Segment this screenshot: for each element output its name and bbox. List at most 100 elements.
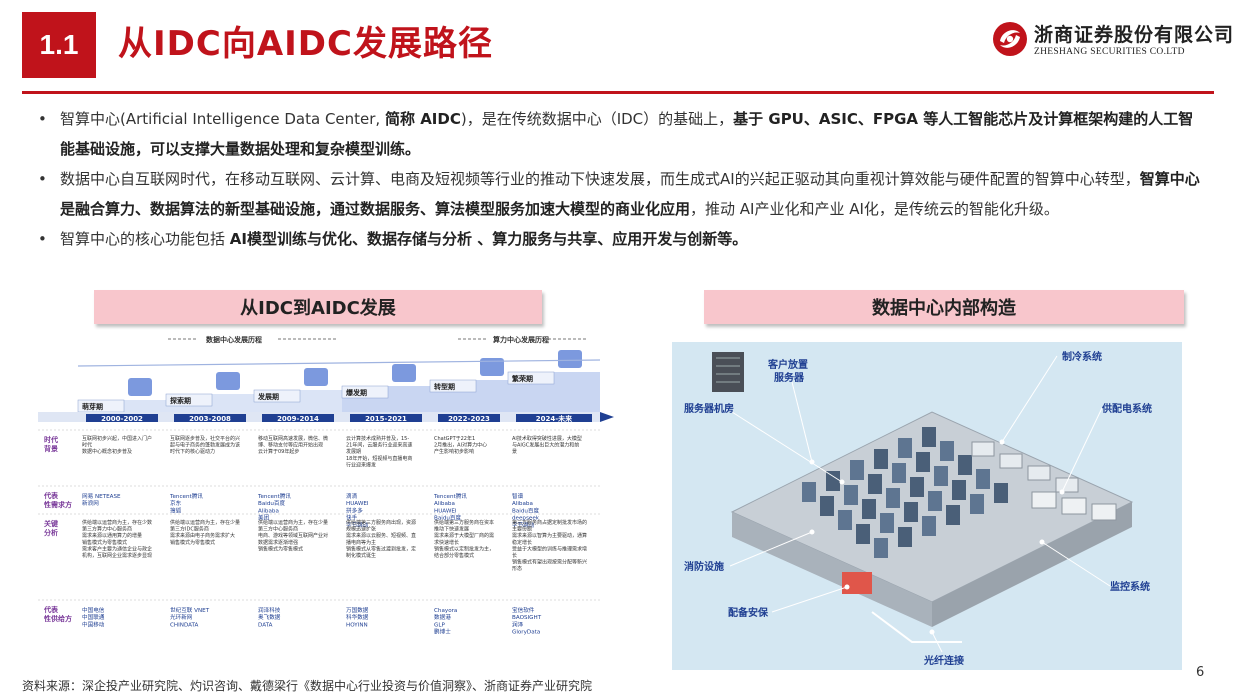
stage-name: 发展期: [257, 392, 279, 401]
server-rack: [802, 482, 816, 502]
row-cell-text: 机构，互联网企业需求逐步显现: [82, 552, 152, 559]
fiber-line: [871, 611, 962, 643]
row-cell-text: 科华数据: [346, 613, 369, 621]
stage-name-tag: [165, 393, 213, 407]
callout-dot: [999, 439, 1005, 445]
bullet-text: )，是在传统数据中心（IDC）的基础上，: [460, 110, 734, 128]
row-label: 时代: [44, 435, 58, 444]
row-cell-text: DATA: [258, 622, 273, 628]
server-rack: [892, 463, 906, 483]
row-cell-text: 与AIGC发展出巨大的潜力和前: [512, 442, 579, 449]
zheshang-logo-icon: [993, 21, 1027, 56]
row-cell-text: deepseek: [512, 516, 540, 522]
server-rack: [976, 469, 990, 489]
row-cell-text: 博、移动支付等应用开始出现: [258, 442, 323, 449]
row-cell-text: Alibaba: [258, 508, 279, 514]
row-cell-text: 润泽科技: [258, 606, 281, 614]
stage-icon: [216, 372, 240, 390]
cooling-unit: [971, 441, 995, 457]
row-cell-text: 中国电信: [82, 606, 105, 614]
stage-years: 2009-2014: [277, 415, 319, 423]
bullet-marker: •: [38, 170, 47, 188]
callout-line: [1061, 407, 1103, 493]
company-name-en: ZHESHANG SECURITIES CO.LTD: [1034, 47, 1185, 57]
year-arrow: [600, 412, 614, 422]
row-cell-text: 2月推出，AI对算力中心: [434, 442, 487, 449]
row-label: 性需求方: [44, 500, 72, 509]
row-cell-text: BAOSIGHT: [512, 615, 542, 621]
row-cell-text: 第三方IDC服务商: [170, 526, 209, 533]
row-label: 代表: [43, 491, 59, 500]
row-label: 性供给方: [44, 614, 72, 623]
row-cell-text: AI技术取得突破性进展，大模型: [512, 435, 582, 442]
row-cell-text: 网易 NETEASE: [82, 493, 121, 500]
security-booth: [842, 572, 872, 594]
row-cell-text: GLP: [434, 622, 445, 628]
row-cell-text: 景: [512, 448, 517, 455]
server-rack: [898, 527, 912, 547]
row-cell-text: CHINDATA: [170, 622, 199, 628]
row-cell-text: 产生影响初步影响: [434, 448, 474, 455]
row-cell-text: 规模迅速扩张: [346, 526, 376, 533]
row-cell-text: HUAWEI: [434, 508, 457, 514]
bullet-text: 数据中心自互联网时代，在移动互联网、云计算、电商及短视频等行业的推动下快速发展，…: [60, 170, 1140, 188]
row-cell-text: 求快速增长: [434, 539, 459, 546]
server-rack: [826, 471, 840, 491]
section-number-badge: 1.1: [22, 12, 96, 78]
row-label: 关键: [44, 519, 58, 528]
stage-years: 2024-未来: [536, 414, 573, 423]
row-cell-text: 世纪互联 VNET: [170, 606, 210, 614]
label-server-room: 服务器机房: [684, 402, 734, 415]
row-cell-text: 拼多多: [346, 506, 363, 514]
row-cell-text: 美团: [258, 514, 270, 522]
stage-icon: [558, 350, 582, 368]
row-cell-text: Baidu百度: [512, 506, 540, 514]
label-power-system: 供配电系统: [1101, 402, 1152, 415]
stage-icon: [304, 368, 328, 386]
server-rack: [922, 427, 936, 447]
stage-name: 转型期: [434, 382, 455, 391]
callout-line: [729, 531, 813, 567]
left-section-header: 从IDC到AIDC发展: [94, 290, 542, 324]
bullet-emphasis: 智算中心是融合算力、数据算法的新型基础设施，通过数据服务、算法模型服务加速大模型…: [60, 170, 1200, 218]
building-side-left: [732, 512, 932, 627]
stage-icon: [392, 364, 416, 382]
row-cell-text: 智谱: [512, 492, 524, 500]
bullet-text: 智算中心的核心功能包括: [60, 230, 230, 248]
server-rack: [958, 455, 972, 475]
cooling-unit: [1027, 465, 1051, 481]
row-cell-text: 需求来源以智算为主要驱动，通算: [512, 532, 587, 539]
server-tower-icon: [712, 352, 744, 392]
row-cell-text: 快手: [346, 514, 358, 522]
bullet-text: ，推动 AI产业化和产业 AI化，是传统云的智能化升级。: [690, 200, 1059, 218]
year-chip: [262, 414, 334, 422]
callout-line: [791, 381, 813, 463]
bullet-item: •智算中心的核心功能包括 AI模型训练与优化、数据存储与分析 、算力服务与共享、…: [38, 224, 1208, 254]
row-label: 代表: [43, 605, 59, 614]
cooling-unit: [999, 453, 1023, 469]
phase-label-data-center: 数据中心发展历程: [206, 335, 262, 344]
row-cell-text: 需求来源由电子商务需求扩大: [170, 532, 235, 539]
row-cell-text: HUAWEI: [346, 501, 369, 507]
bullet-text: 智算中心(Artificial Intelligence Data Center…: [60, 110, 385, 128]
stage-name: 探索期: [170, 396, 191, 405]
label-fire-facilities: 消防设施: [684, 560, 724, 573]
power-unit: [1091, 503, 1117, 521]
callout-dot: [839, 479, 845, 485]
row-cell-text: 发展期: [346, 448, 361, 455]
stage-icon: [480, 358, 504, 376]
row-cell-text: Tencent腾讯: [433, 492, 467, 500]
row-cell-text: Chayora: [434, 608, 457, 614]
stage-name: 繁荣期: [512, 374, 533, 383]
header-divider: [22, 91, 1214, 94]
page-title: 从IDC向AIDC发展路径: [118, 24, 493, 64]
row-cell-text: 21年间，云服务行业迎来高速: [346, 442, 412, 449]
label-monitoring-system: 监控系统: [1110, 580, 1150, 593]
stage-name: 爆发期: [346, 388, 367, 397]
row-cell-text: 供给端以运营商为主，存在少量: [258, 519, 328, 526]
row-cell-text: 需求来源于大模型厂商的需: [434, 532, 494, 539]
stage-name-tag: [429, 379, 477, 393]
row-cell-text: 推动下快速发展: [434, 526, 469, 533]
